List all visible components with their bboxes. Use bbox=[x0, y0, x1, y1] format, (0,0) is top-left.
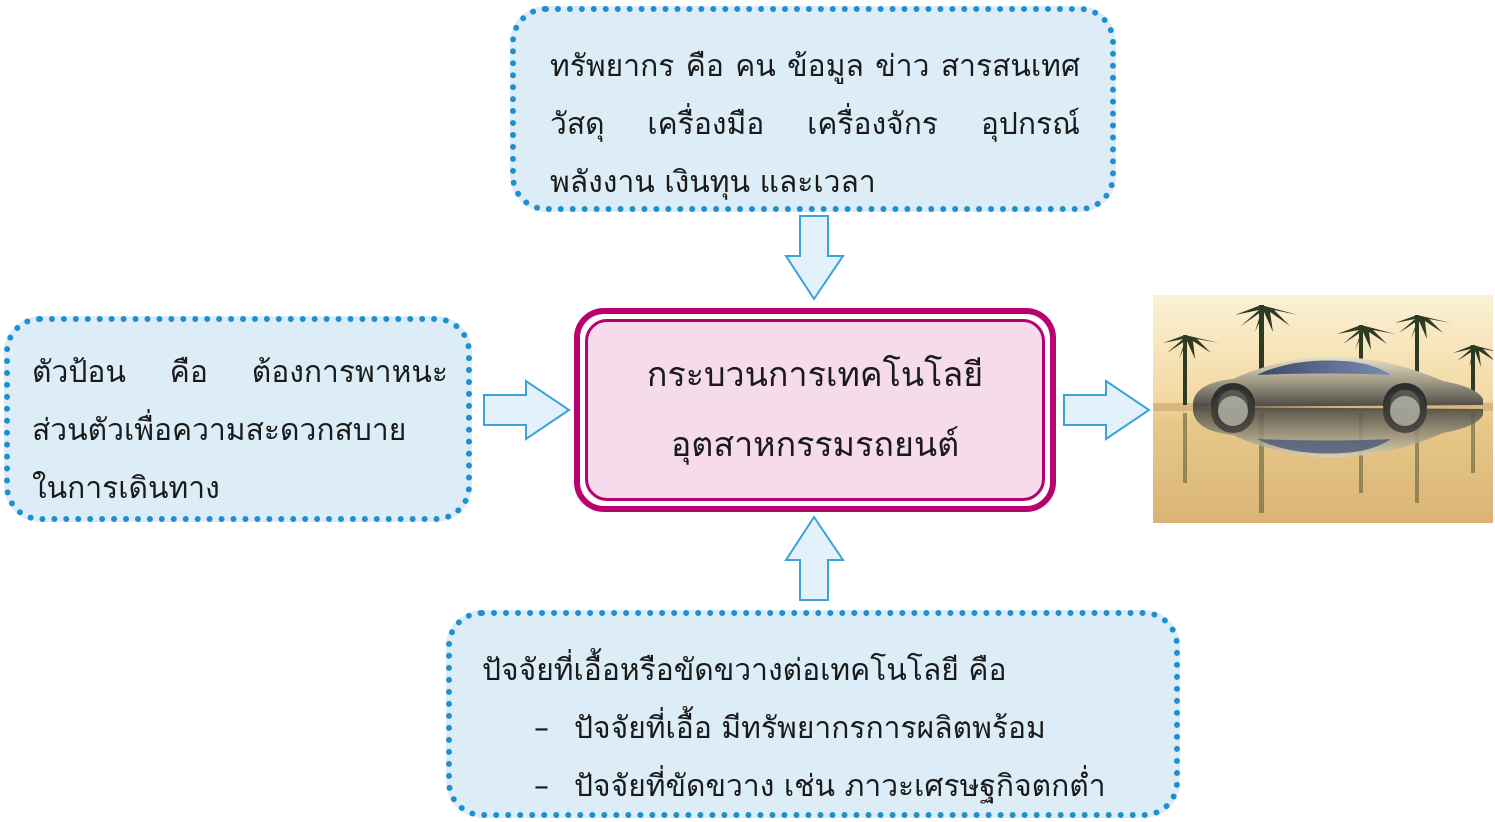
process-box: กระบวนการเทคโนโลยี อุตสาหกรรมรถยนต์ bbox=[574, 308, 1056, 512]
factors-item-enabling: –ปัจจัยที่เอื้อ มีทรัพยากรการผลิตพร้อม bbox=[482, 700, 1154, 758]
process-title-line-2: อุตสาหกรรมรถยนต์ bbox=[670, 425, 960, 465]
factors-heading: ปัจจัยที่เอื้อหรือขัดขวางต่อเทคโนโลยี คื… bbox=[482, 653, 1007, 688]
process-box-inner: กระบวนการเทคโนโลยี อุตสาหกรรมรถยนต์ bbox=[585, 319, 1045, 501]
right-arrow-icon bbox=[1063, 379, 1151, 441]
dash-bullet: – bbox=[534, 711, 549, 746]
dash-bullet: – bbox=[534, 769, 549, 804]
factors-item-hindering: –ปัจจัยที่ขัดขวาง เช่น ภาวะเศรษฐกิจตกต่ำ bbox=[482, 758, 1154, 816]
resources-box: ทรัพยากร คือ คน ข้อมูล ข่าว สารสนเทศ วัส… bbox=[510, 6, 1116, 212]
factors-box: ปัจจัยที่เอื้อหรือขัดขวางต่อเทคโนโลยี คื… bbox=[446, 610, 1180, 818]
input-line-3: ในการเดินทาง bbox=[32, 471, 220, 506]
resources-line-1: ทรัพยากร คือ คน ข้อมูล ข่าว สารสนเทศ bbox=[550, 49, 1080, 84]
input-box: ตัวป้อน คือ ต้องการพาหนะ ส่วนตัวเพื่อควา… bbox=[4, 316, 472, 522]
factors-item-hindering-text: ปัจจัยที่ขัดขวาง เช่น ภาวะเศรษฐกิจตกต่ำ bbox=[574, 769, 1106, 804]
input-line-1: ตัวป้อน คือ ต้องการพาหนะ bbox=[32, 355, 448, 390]
up-arrow-icon bbox=[784, 515, 845, 601]
process-title-line-1: กระบวนการเทคโนโลยี bbox=[646, 355, 984, 395]
resources-line-3: พลังงาน เงินทุน และเวลา bbox=[550, 165, 876, 200]
factors-item-enabling-text: ปัจจัยที่เอื้อ มีทรัพยากรการผลิตพร้อม bbox=[574, 711, 1046, 746]
down-arrow-icon bbox=[784, 215, 845, 301]
right-arrow-icon bbox=[483, 379, 571, 441]
input-line-2: ส่วนตัวเพื่อความสะดวกสบาย bbox=[32, 413, 407, 448]
resources-line-2: วัสดุ เครื่องมือ เครื่องจักร อุปกรณ์ bbox=[550, 107, 1080, 142]
car-photo bbox=[1153, 295, 1493, 523]
